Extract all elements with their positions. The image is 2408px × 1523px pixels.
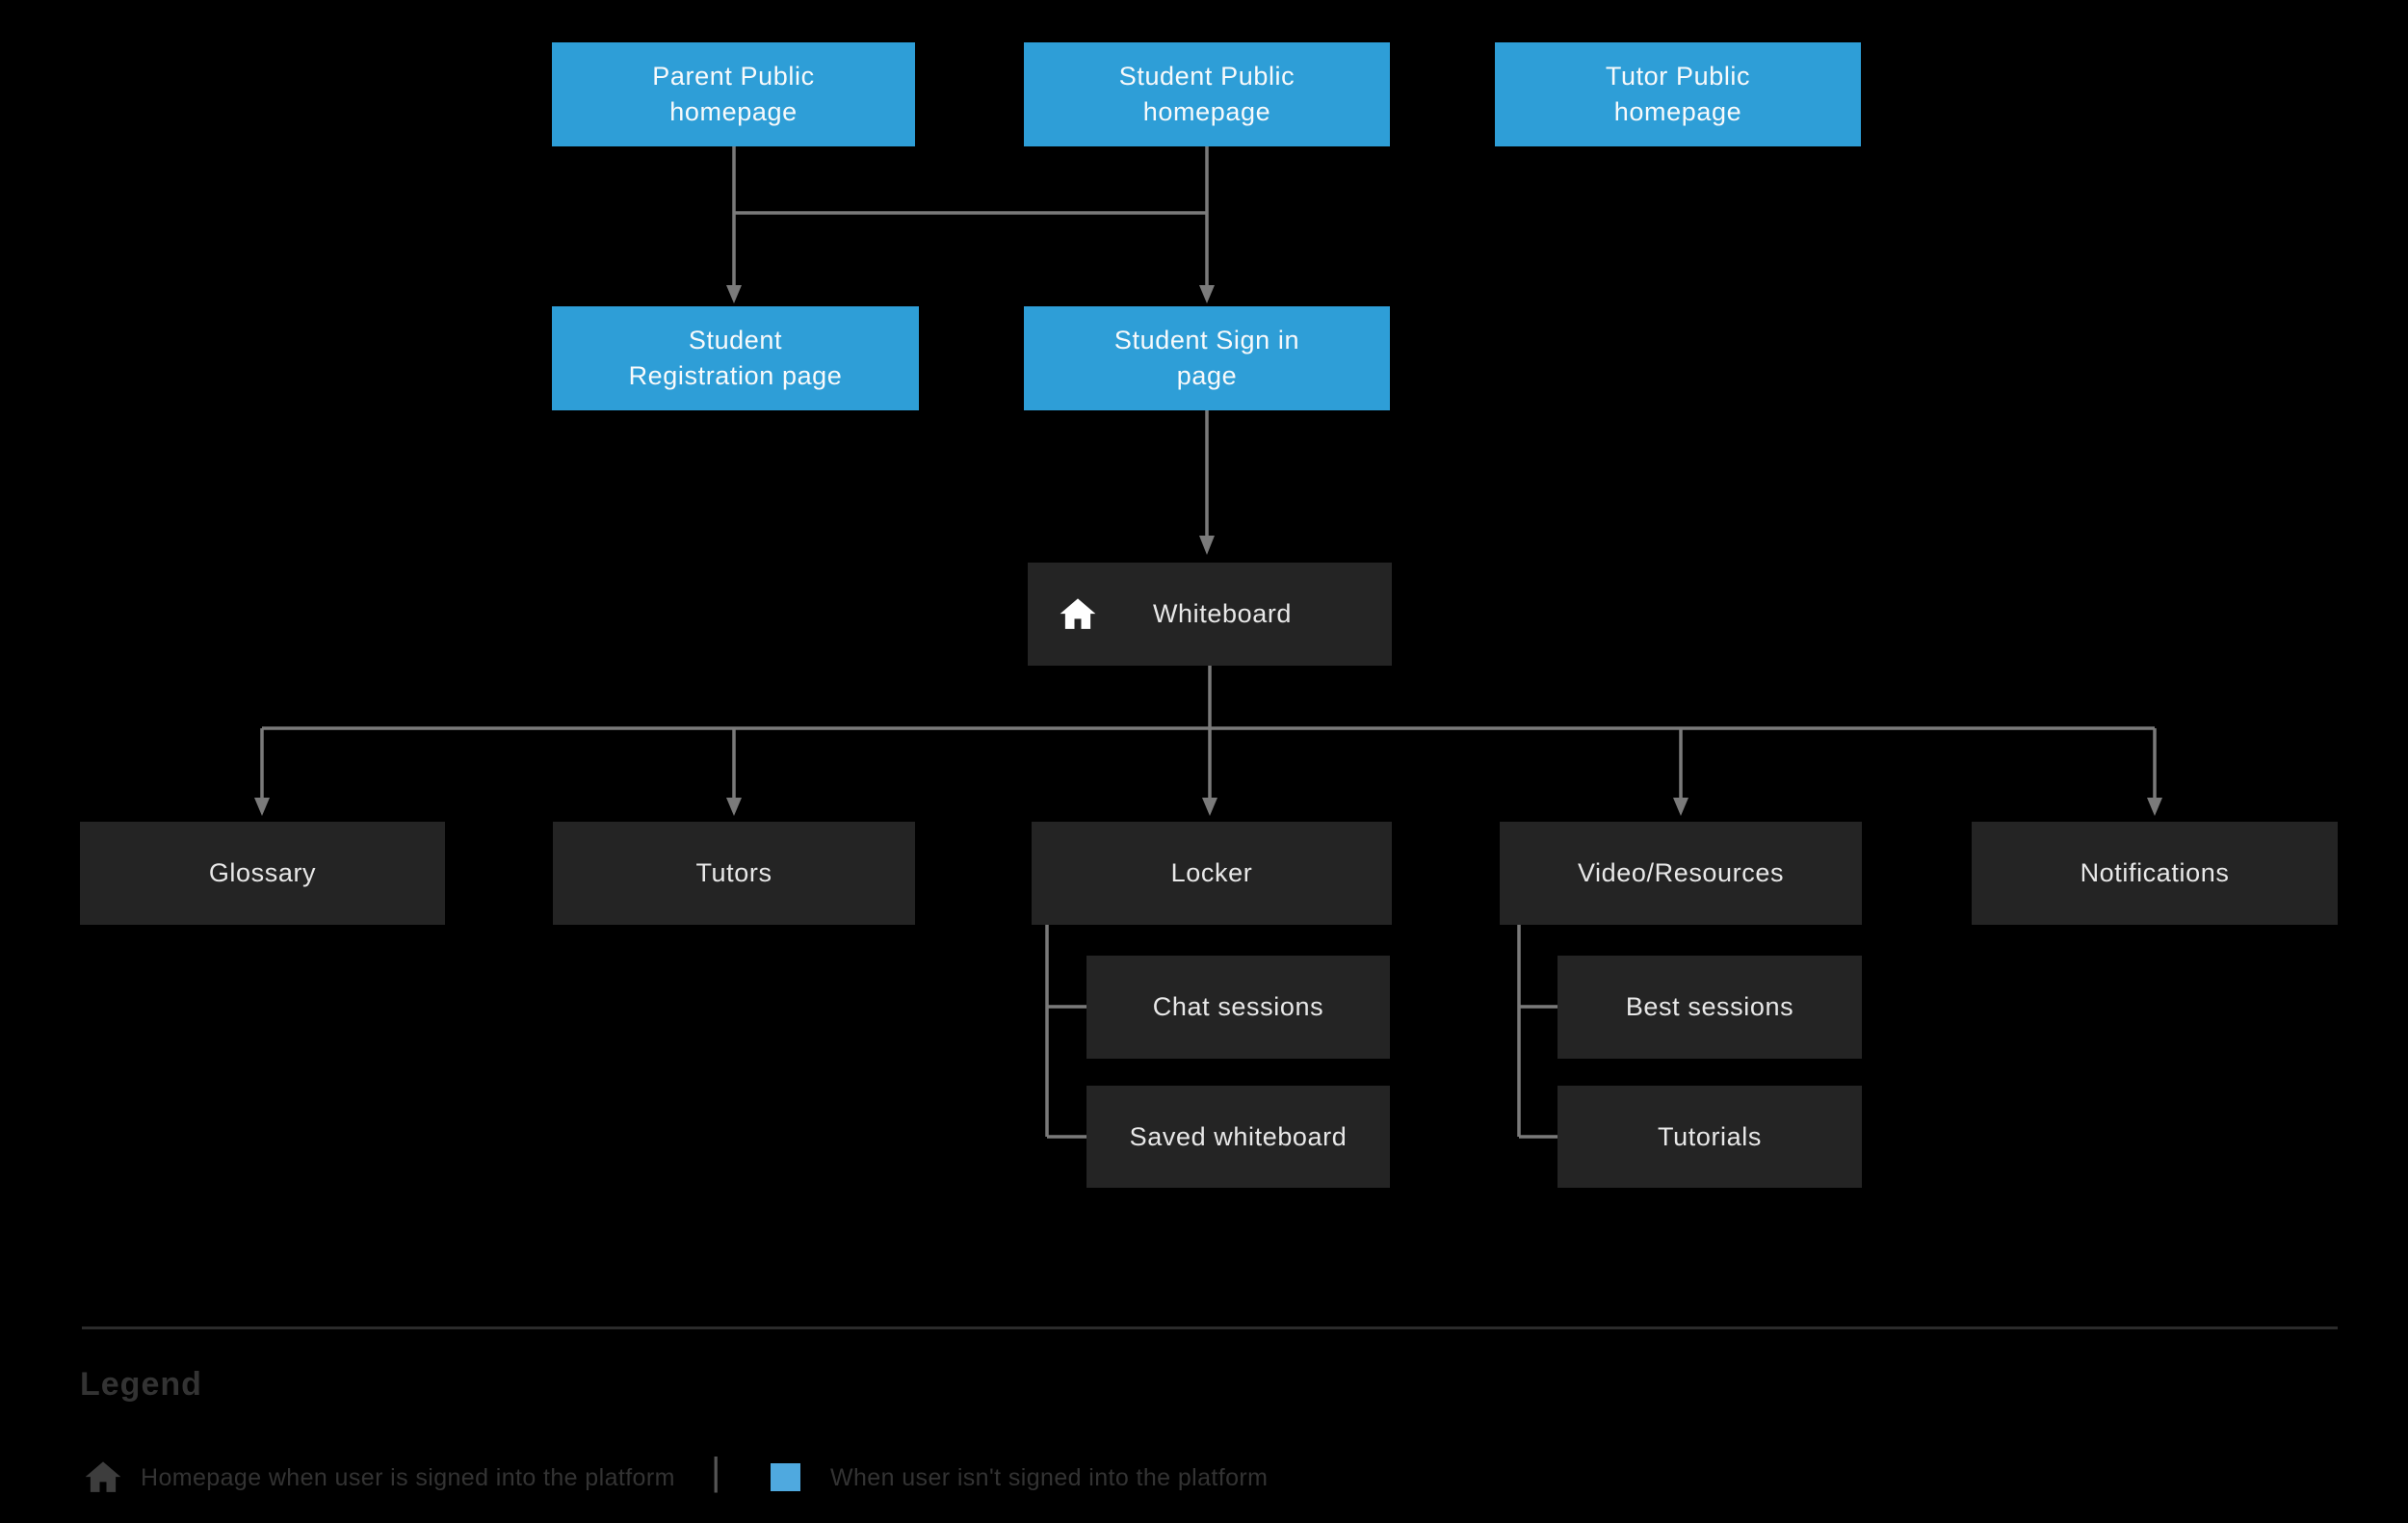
node-tutors: Tutors xyxy=(553,822,915,925)
node-glossary: Glossary xyxy=(80,822,445,925)
node-label: Glossary xyxy=(208,858,317,887)
node-label: Saved whiteboard xyxy=(1129,1121,1348,1151)
node-whiteboard: Whiteboard xyxy=(1028,563,1392,666)
node-label: Notifications xyxy=(2080,858,2230,887)
legend-divider xyxy=(82,1326,2338,1329)
arrowhead-icons xyxy=(254,285,2162,816)
node-label: Chat sessions xyxy=(1152,992,1324,1021)
legend-title: Legend xyxy=(80,1366,202,1403)
home-icon xyxy=(1060,597,1096,629)
node-video-resources: Video/Resources xyxy=(1500,822,1862,925)
node-label: Student Registration page xyxy=(628,326,843,390)
node-label: Tutor Public homepage xyxy=(1605,62,1751,126)
node-student-registration-page: Student Registration page xyxy=(552,306,919,410)
legend-item-signed-in-label: Homepage when user is signed into the pl… xyxy=(141,1464,675,1491)
legend-blue-square-swatch xyxy=(771,1463,800,1491)
node-label: Whiteboard xyxy=(1152,599,1293,628)
node-locker: Locker xyxy=(1032,822,1392,925)
node-chat-sessions: Chat sessions xyxy=(1086,956,1390,1059)
node-tutor-public-homepage: Tutor Public homepage xyxy=(1495,42,1861,146)
node-label: Student Public homepage xyxy=(1118,62,1296,126)
node-best-sessions: Best sessions xyxy=(1557,956,1862,1059)
node-label: Tutors xyxy=(695,858,772,887)
node-saved-whiteboard: Saved whiteboard xyxy=(1086,1086,1390,1188)
legend-item-not-signed-in-label: When user isn't signed into the platform xyxy=(830,1464,1269,1491)
node-student-public-homepage: Student Public homepage xyxy=(1024,42,1390,146)
legend-home-icon xyxy=(85,1461,121,1492)
node-tutorials: Tutorials xyxy=(1557,1086,1862,1188)
node-label: Best sessions xyxy=(1625,992,1794,1021)
node-label: Parent Public homepage xyxy=(652,62,815,126)
node-label: Video/Resources xyxy=(1577,858,1785,887)
node-notifications: Notifications xyxy=(1972,822,2338,925)
legend-separator: | xyxy=(711,1451,721,1493)
node-label: Locker xyxy=(1170,858,1253,887)
node-label: Tutorials xyxy=(1658,1121,1762,1151)
node-parent-public-homepage: Parent Public homepage xyxy=(552,42,915,146)
node-student-sign-in-page: Student Sign in page xyxy=(1024,306,1390,410)
node-label: Student Sign in page xyxy=(1113,326,1300,390)
